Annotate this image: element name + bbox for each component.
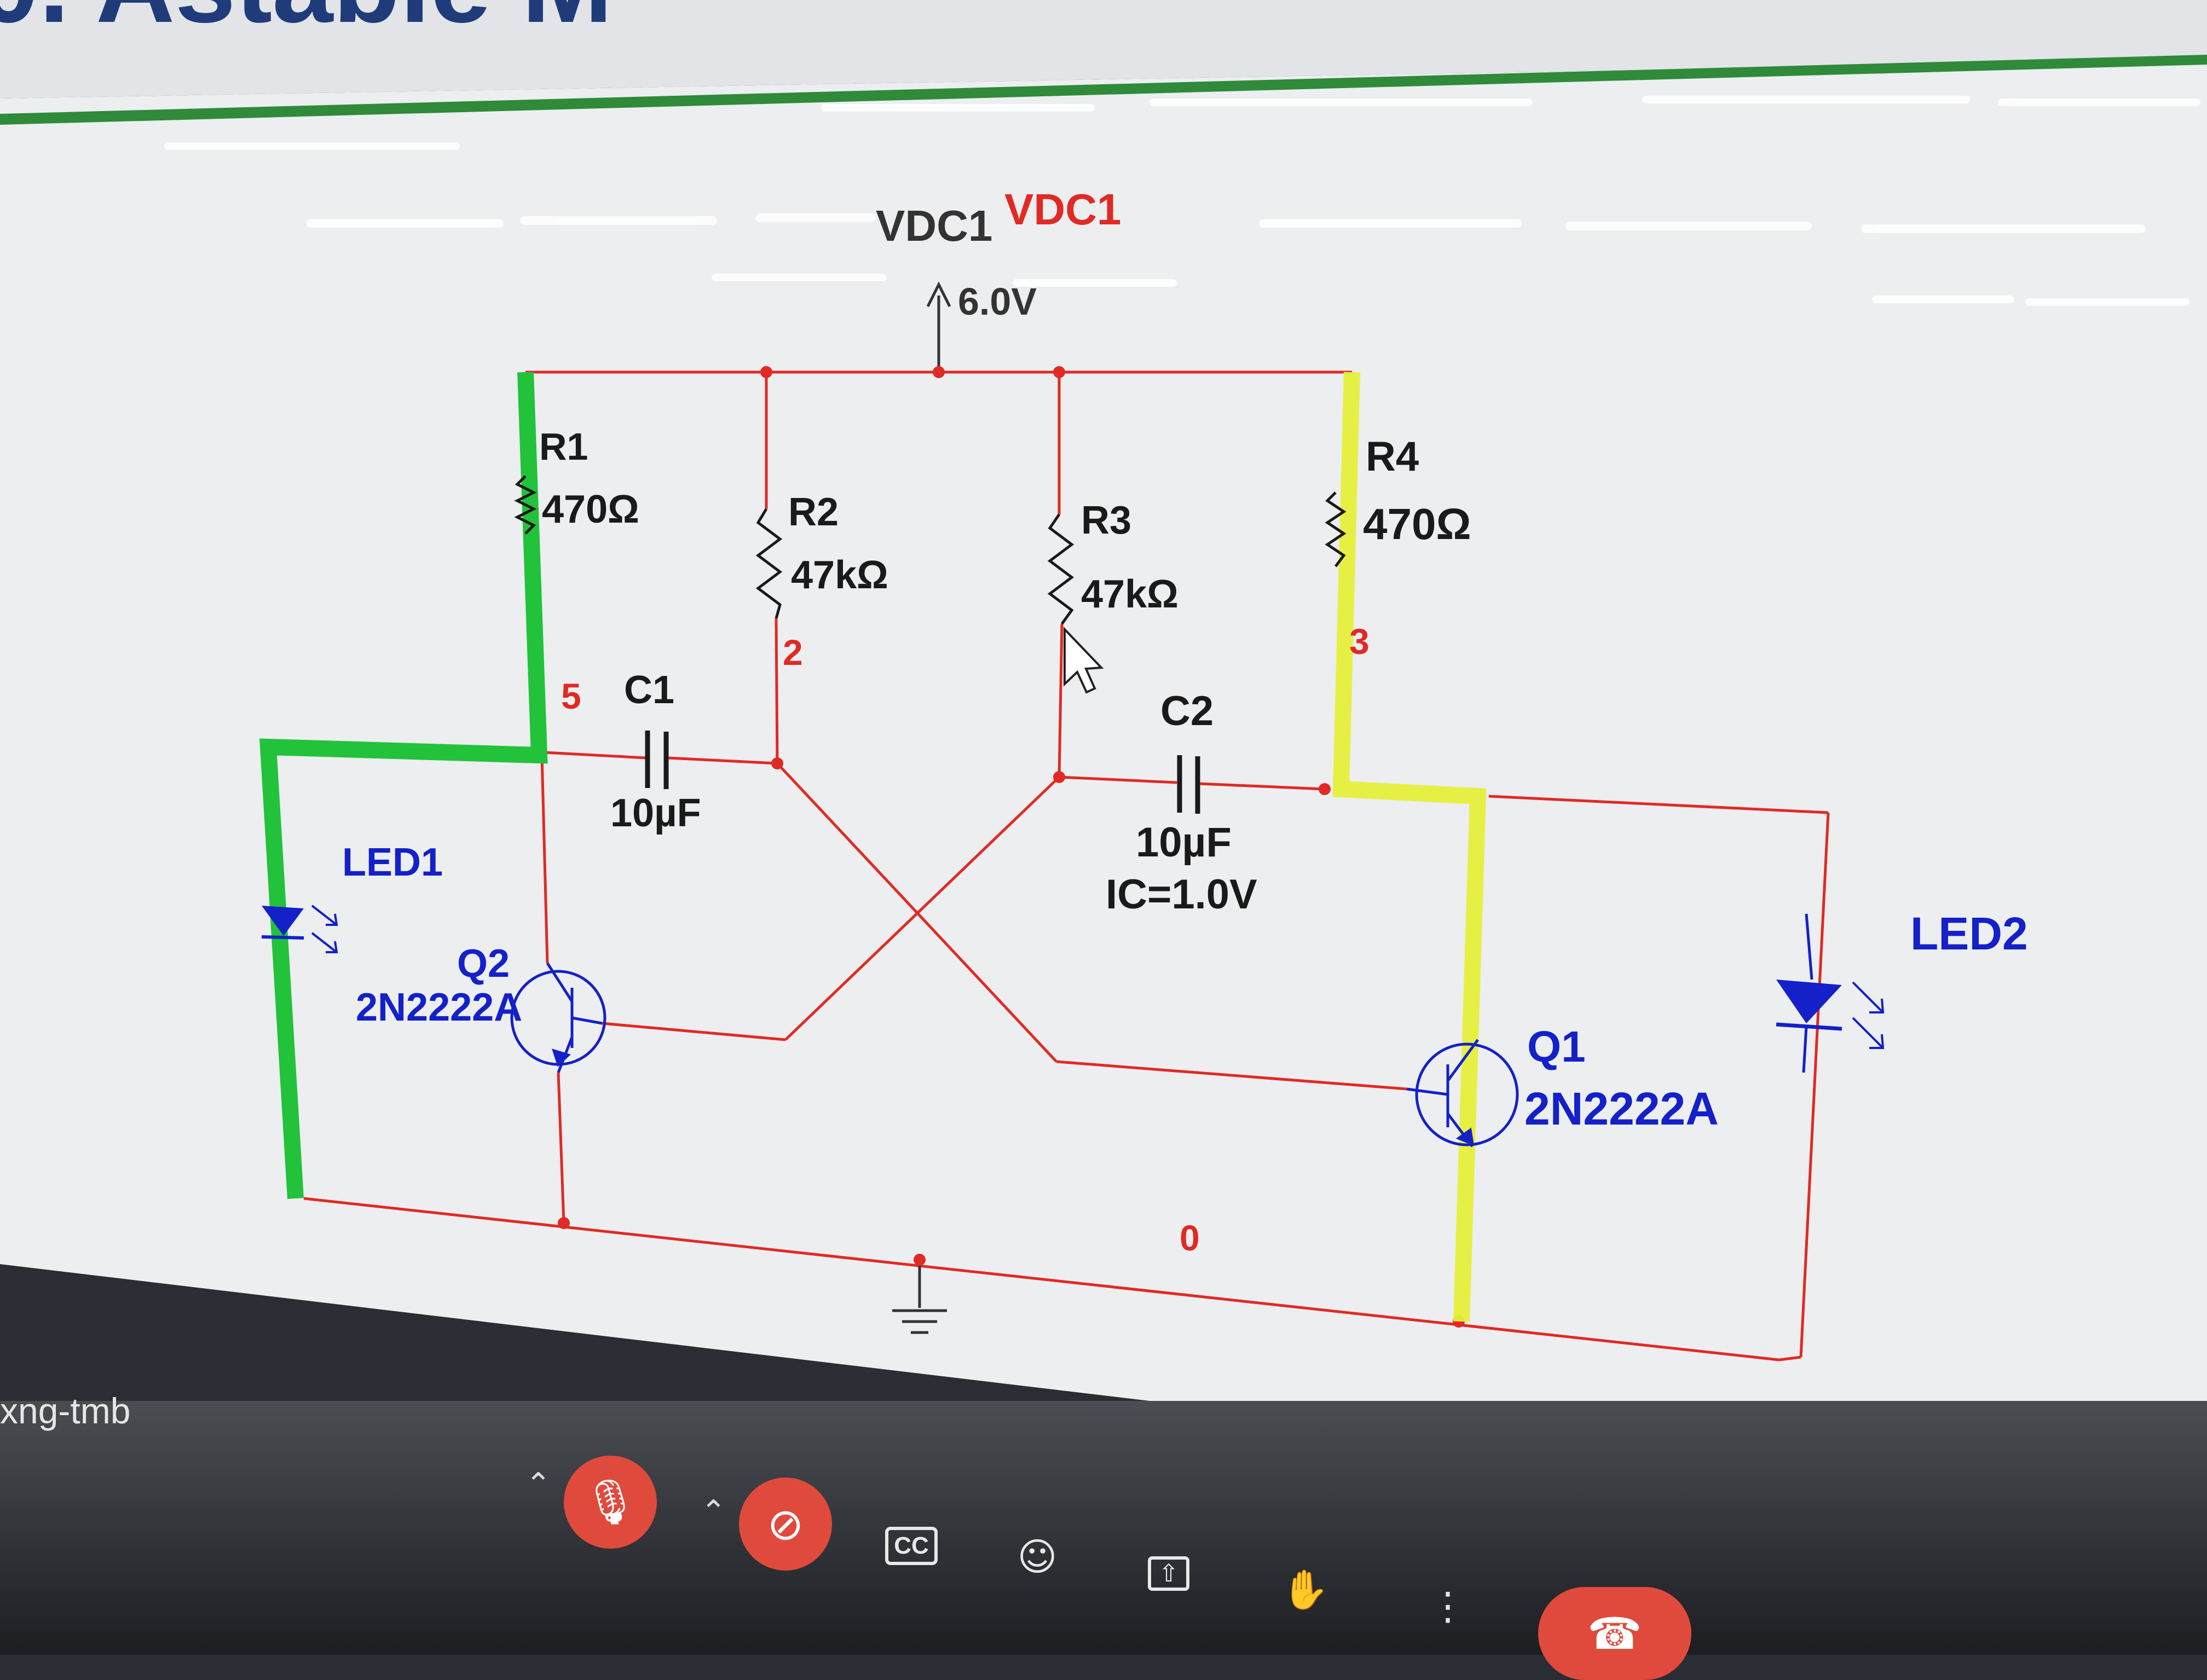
c1-ref: C1 <box>624 668 674 712</box>
node-label-3: 3 <box>1349 621 1370 662</box>
emoji-icon: ☺ <box>1017 1534 1058 1579</box>
ground-symbol[interactable] <box>892 1309 947 1334</box>
led1-diode[interactable] <box>261 905 338 953</box>
capacitor-c2[interactable] <box>1177 755 1200 814</box>
q1-ref: Q1 <box>1527 1022 1586 1071</box>
capacitor-c1[interactable] <box>645 731 669 789</box>
schematic-canvas <box>0 60 2207 1527</box>
slide-green-rule <box>0 55 2207 125</box>
led2-diode[interactable] <box>1776 913 1885 1073</box>
more-options-button[interactable]: ⋮ <box>1412 1571 1483 1642</box>
q2-model: 2N2222A <box>356 986 522 1029</box>
screen-reflections <box>164 96 2200 306</box>
resistor-r2[interactable] <box>755 508 783 619</box>
mic-off-icon: 🎙 <box>582 1476 638 1527</box>
mic-off-button[interactable]: 🎙 <box>564 1456 657 1549</box>
participant-name: xng-tmb <box>0 1391 131 1431</box>
r4-value: 470Ω <box>1363 500 1471 548</box>
present-button[interactable]: ⇧ <box>1133 1538 1204 1609</box>
q1-model: 2N2222A <box>1524 1083 1719 1134</box>
transistor-q2[interactable] <box>510 962 606 1073</box>
meeting-control-bar <box>0 1401 2207 1655</box>
node-label-5: 5 <box>561 676 581 716</box>
end-call-icon: ☎ <box>1587 1608 1642 1659</box>
camera-off-icon: ⊘ <box>767 1498 804 1550</box>
present-icon: ⇧ <box>1147 1556 1190 1591</box>
raise-hand-button[interactable]: ✋ <box>1270 1554 1341 1625</box>
r3-ref: R3 <box>1081 499 1131 542</box>
r2-ref: R2 <box>788 490 839 534</box>
vdc-ref-label: VDC1 <box>876 201 992 250</box>
captions-icon: CC <box>885 1527 938 1565</box>
highlight-net-yellow <box>1332 372 1487 1322</box>
r1-value: 470Ω <box>542 488 639 531</box>
r1-ref: R1 <box>539 425 588 468</box>
vdc-voltage-label: 6.0V <box>958 280 1037 323</box>
more-icon: ⋮ <box>1429 1584 1467 1629</box>
q2-ref: Q2 <box>457 942 510 986</box>
resistor-r3[interactable] <box>1047 513 1074 625</box>
end-call-button[interactable]: ☎ <box>1538 1587 1691 1680</box>
c2-ic: IC=1.0V <box>1106 871 1257 918</box>
vdc-source[interactable] <box>926 281 951 308</box>
mouse-cursor-icon <box>1064 627 1104 694</box>
c1-value: 10µF <box>610 791 701 835</box>
slide-header <box>0 0 2207 99</box>
r2-value: 47kΩ <box>791 553 888 597</box>
slide-title: 0. Astable M <box>0 0 613 45</box>
transistor-q1[interactable] <box>1406 1039 1519 1148</box>
node-label-2: 2 <box>783 632 803 673</box>
led2-label: LED2 <box>1910 908 2028 959</box>
r4-ref: R4 <box>1366 433 1419 480</box>
emoji-button[interactable]: ☺ <box>1002 1521 1073 1592</box>
c2-value: 10µF <box>1136 819 1232 866</box>
raise-hand-icon: ✋ <box>1281 1567 1330 1612</box>
led1-label: LED1 <box>342 841 443 884</box>
highlight-net-green <box>259 372 548 1199</box>
resistor-r1[interactable] <box>514 475 537 535</box>
camera-options-chevron-icon[interactable]: ⌃ <box>701 1494 726 1530</box>
resistor-r4[interactable] <box>1325 491 1347 567</box>
vdc-name-label: VDC1 <box>1004 185 1121 234</box>
r3-value: 47kΩ <box>1081 572 1178 616</box>
node-label-0: 0 <box>1180 1218 1200 1258</box>
mic-options-chevron-icon[interactable]: ⌃ <box>525 1467 551 1502</box>
captions-button[interactable]: CC <box>876 1510 947 1581</box>
camera-off-button[interactable]: ⊘ <box>739 1478 832 1571</box>
c2-ref: C2 <box>1160 688 1214 734</box>
